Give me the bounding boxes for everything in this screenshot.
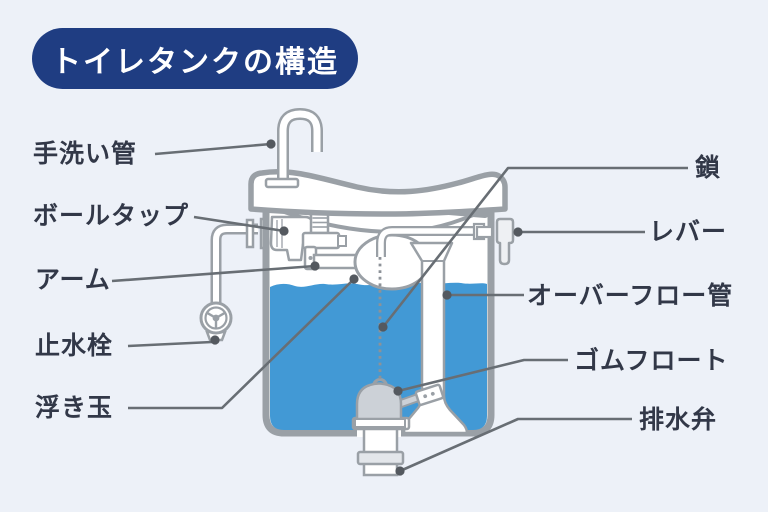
label-hand-wash-pipe: 手洗い管: [33, 140, 138, 168]
lever-mount: [475, 225, 494, 239]
supply-flange: [245, 218, 255, 249]
stop-valve-assembly: [199, 217, 269, 342]
page-title: トイレタンクの構造: [32, 28, 358, 89]
label-lever: レバー: [649, 218, 728, 246]
callout-ball-tap: [193, 215, 285, 233]
label-rubber-float: ゴムフロート: [574, 347, 729, 375]
label-stop-valve: 止水栓: [35, 332, 114, 360]
callout-hand-wash-pipe: [154, 142, 272, 156]
callout-drain-valve: [399, 417, 632, 473]
label-arm: アーム: [35, 266, 111, 294]
label-drain-valve: 排水弁: [639, 406, 718, 434]
lever-assembly: [376, 205, 515, 266]
drain-flange: [356, 450, 405, 466]
callout-arm: [111, 264, 316, 283]
callout-rubber-float: [397, 358, 568, 393]
label-chain: 鎖: [695, 154, 722, 182]
rubber-float-shape: [354, 378, 445, 428]
float-dome: [355, 382, 403, 421]
lever-handle: [495, 217, 515, 266]
callout-lines: [111, 142, 688, 473]
callout-chain: [381, 166, 688, 328]
label-float-ball: 浮き玉: [35, 394, 114, 422]
pipe-mount: [264, 177, 300, 189]
hand-wash-pipe-shape: [264, 107, 323, 189]
stop-valve-icon: [199, 301, 233, 342]
callout-float-ball: [128, 278, 355, 410]
label-overflow-pipe: オーバーフロー管: [527, 282, 734, 310]
callout-stop-valve: [127, 340, 213, 348]
callout-dots: [210, 139, 523, 476]
float-arm: [312, 253, 360, 270]
chain-hook-plate: [414, 383, 445, 407]
label-ball-tap: ボールタップ: [33, 202, 190, 230]
